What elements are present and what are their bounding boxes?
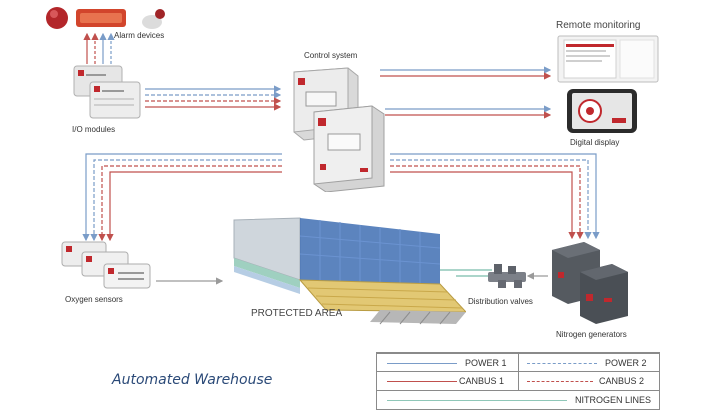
distribution-valves-label: Distribution valves (468, 297, 533, 306)
alarm-devices-label: Alarm devices (114, 31, 165, 40)
control-generator-links (390, 153, 600, 240)
control-system-label: Control system (304, 51, 358, 60)
warehouse-icon (233, 217, 468, 325)
power2-swatch (527, 363, 597, 364)
alarm-devices (44, 4, 172, 32)
oxygen-sensors-label: Oxygen sensors (65, 295, 123, 304)
remote-monitoring-label: Remote monitoring (556, 20, 641, 31)
alarm-device-icon (46, 7, 165, 29)
tablet-icon (567, 89, 637, 133)
remote-monitoring (556, 34, 660, 86)
io-module-icon (73, 65, 141, 119)
legend-canbus2: CANBUS 2 (599, 376, 645, 386)
nitrogen-links (440, 269, 492, 277)
control-sensor-links (82, 153, 282, 242)
legend-row-nitrogen: NITROGEN LINES (377, 390, 659, 409)
legend-row-canbus: CANBUS 1 CANBUS 2 (377, 371, 659, 390)
valve-icon (488, 264, 526, 288)
legend-canbus1: CANBUS 1 (459, 376, 505, 386)
io-control-links (145, 85, 282, 111)
nitrogen-swatch (387, 400, 567, 401)
distribution-valves (486, 262, 528, 290)
control-display-links (385, 105, 552, 119)
power1-swatch (387, 363, 457, 364)
nitrogen-generators (548, 238, 632, 324)
control-monitor-links (380, 66, 552, 80)
protected-area-label: PROTECTED AREA (251, 308, 343, 319)
oxygen-sensors (60, 240, 152, 290)
diagram-caption: Automated Warehouse (112, 372, 273, 388)
digital-display-label: Digital display (570, 138, 620, 147)
nitrogen-generators-label: Nitrogen generators (556, 330, 627, 339)
line-legend: POWER 1 POWER 2 CANBUS 1 CANBUS 2 NITROG… (376, 352, 660, 410)
io-modules-label: I/O modules (72, 125, 116, 134)
canbus2-swatch (527, 381, 593, 382)
legend-nitrogen: NITROGEN LINES (575, 395, 652, 405)
oxygen-sensor-icon (61, 241, 151, 289)
protected-area (230, 214, 468, 326)
legend-power1: POWER 1 (465, 358, 507, 368)
canbus1-swatch (387, 381, 457, 382)
control-system (284, 64, 388, 193)
monitor-icon (557, 35, 659, 83)
io-modules (72, 64, 144, 122)
control-cabinet-icon (293, 67, 385, 193)
alarm-links (83, 32, 115, 64)
legend-row-power: POWER 1 POWER 2 (377, 353, 659, 372)
digital-display (566, 88, 638, 134)
legend-power2: POWER 2 (605, 358, 647, 368)
nitrogen-generator-icon (552, 242, 628, 324)
